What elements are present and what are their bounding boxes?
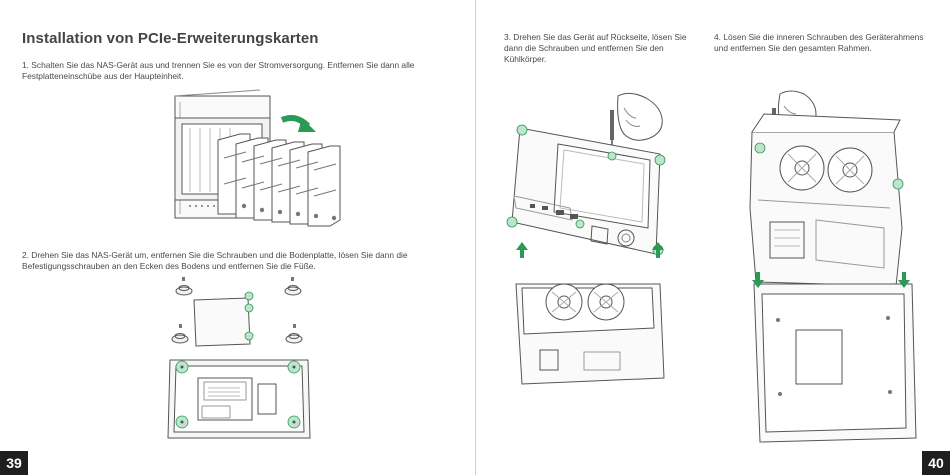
step-2-text: 2. Drehen Sie das NAS-Gerät um, entferne… <box>22 250 408 271</box>
page-title: Installation von PCIe-Erweiterungskarten <box>22 30 319 47</box>
page-number: 40 <box>922 451 950 475</box>
step-3-text: 3. Drehen Sie das Gerät auf Rückseite, l… <box>504 32 687 64</box>
right-page: 3. Drehen Sie das Gerät auf Rückseite, l… <box>476 0 950 475</box>
frame-removal-illustration <box>749 90 917 443</box>
page-divider <box>475 0 476 475</box>
step-1-text: 1. Schalten Sie das NAS-Gerät aus und tr… <box>22 60 415 81</box>
heatsink-removal-illustration <box>506 92 666 385</box>
bottom-plate-illustration <box>167 277 311 439</box>
left-page: Installation von PCIe-Erweiterungskarten… <box>0 30 415 475</box>
step-4-text: 4. Lösen Sie die inneren Schrauben des G… <box>714 32 924 53</box>
nas-drive-trays-illustration <box>174 89 341 227</box>
page-number: 39 <box>0 451 28 475</box>
